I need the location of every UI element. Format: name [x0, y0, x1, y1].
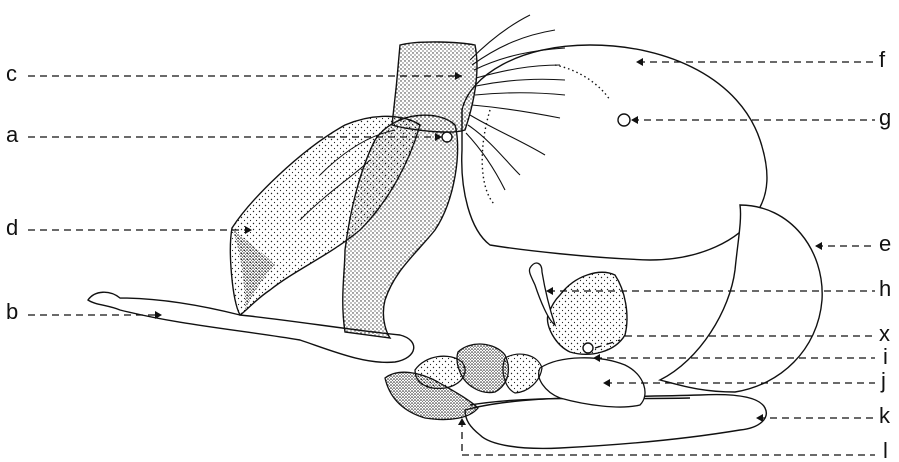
- arrowhead-e: [815, 242, 822, 250]
- marker-g-circle: [618, 114, 630, 126]
- label-a: a: [6, 124, 18, 146]
- process-h: [529, 263, 555, 325]
- label-f: f: [879, 49, 885, 71]
- label-e: e: [879, 233, 891, 255]
- label-j: j: [881, 370, 886, 392]
- label-g: g: [879, 107, 891, 129]
- label-x: x: [879, 323, 890, 345]
- lobe-small-stippled: [503, 354, 542, 393]
- label-i: i: [883, 346, 888, 368]
- label-d: d: [6, 217, 18, 239]
- lobe-j-dark: [457, 344, 508, 393]
- label-c: c: [6, 63, 17, 85]
- label-h: h: [879, 278, 891, 300]
- label-b: b: [6, 301, 18, 323]
- arrowhead-l: [458, 418, 466, 425]
- marker-x-circle: [583, 343, 593, 353]
- structure-x: [547, 272, 626, 354]
- arrowhead-h: [546, 287, 553, 295]
- lobe-f-g: [462, 45, 767, 260]
- marker-a-circle: [442, 132, 452, 142]
- block-c: [392, 42, 477, 132]
- seta: [470, 15, 530, 60]
- label-k: k: [879, 405, 890, 427]
- label-l: l: [883, 440, 888, 462]
